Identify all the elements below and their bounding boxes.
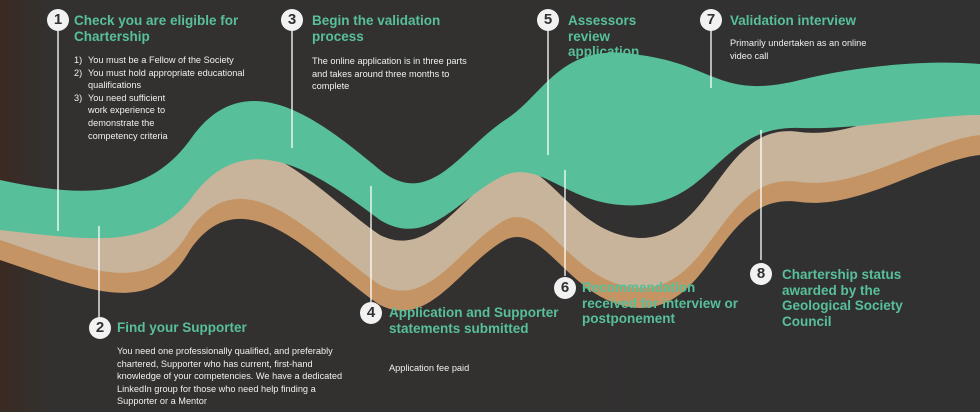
step-3-number-badge: 3 <box>281 9 303 31</box>
requirement-item: 2) You must hold appropriate educational … <box>74 67 260 92</box>
requirement-text: You must hold appropriate educational qu… <box>88 67 245 91</box>
requirement-text: You must be a Fellow of the Society <box>88 55 234 65</box>
step-5-number-badge: 5 <box>537 9 559 31</box>
step-2-description: You need one professionally qualified, a… <box>117 346 343 407</box>
requirement-text: You need sufficient work experience to d… <box>88 92 168 141</box>
step-3-title: Begin the validation process <box>312 13 441 44</box>
step-8-title: Chartership status awarded by the Geolog… <box>782 267 903 329</box>
step-8-number-badge: 8 <box>750 263 772 285</box>
requirement-index: 2) <box>74 67 83 78</box>
step-7-title: Validation interview <box>730 13 857 28</box>
step-7-number-badge: 7 <box>700 9 722 31</box>
step-5-title: Assessors review application <box>568 13 640 59</box>
step-2-title: Find your Supporter <box>117 320 247 335</box>
step-4-title: Application and Supporter statements sub… <box>389 305 559 336</box>
step-1-requirements-list: 1) You must be a Fellow of the Society 2)… <box>74 54 260 142</box>
requirement-item: 1) You must be a Fellow of the Society <box>74 54 260 67</box>
step-1-number-badge: 1 <box>47 9 69 31</box>
wave-band-green <box>0 52 980 239</box>
requirement-item: 3) You need sufficient work experience to… <box>74 92 178 142</box>
step-1-title: Check you are eligible for Chartership <box>74 13 239 44</box>
step-6-number-badge: 6 <box>554 277 576 299</box>
wave-band-beige <box>0 84 980 291</box>
step-4-number-badge: 4 <box>360 302 382 324</box>
step-7-description: Primarily undertaken as an online video … <box>730 38 867 61</box>
step-3-description: The online application is in three parts… <box>312 56 467 92</box>
requirement-index: 1) <box>74 55 83 65</box>
requirement-index: 3) <box>74 92 83 103</box>
step-6-title: Recommendation received for interview or… <box>582 280 739 326</box>
step-2-number-badge: 2 <box>89 317 111 339</box>
step-4-description: Application fee paid <box>389 363 470 373</box>
